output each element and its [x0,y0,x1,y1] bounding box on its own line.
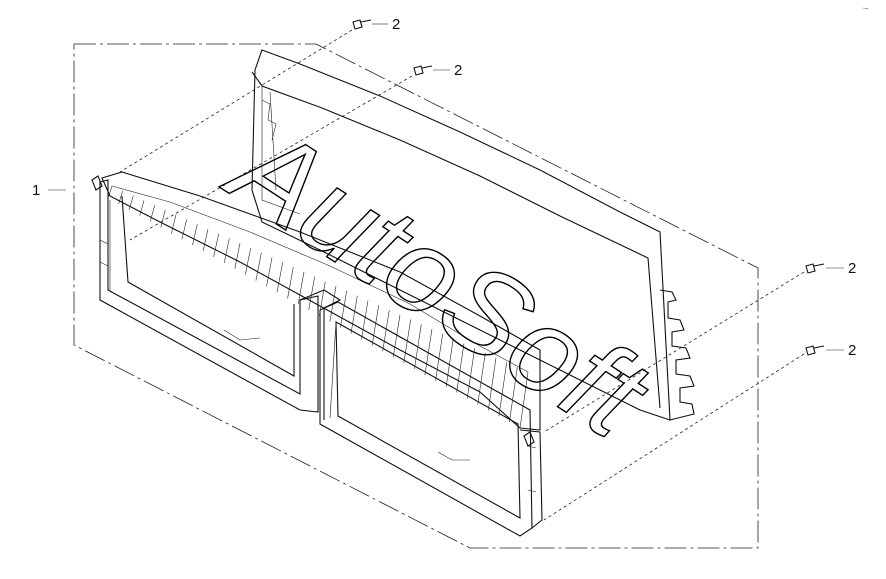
callout-1: 1 [32,182,40,199]
callout-2-upper: 2 [454,62,462,79]
callout-2-right-lower: 2 [848,342,856,359]
watermark: AutoSoft [205,96,673,465]
assembly-bracket [73,43,759,549]
front-grille [99,171,543,537]
corner-mark: ·– [862,5,868,12]
bolt-icon [91,19,825,447]
rear-frame [251,49,695,421]
leader-lines [48,23,844,521]
callout-2-top: 2 [392,16,400,33]
callout-2-right-upper: 2 [848,260,856,277]
